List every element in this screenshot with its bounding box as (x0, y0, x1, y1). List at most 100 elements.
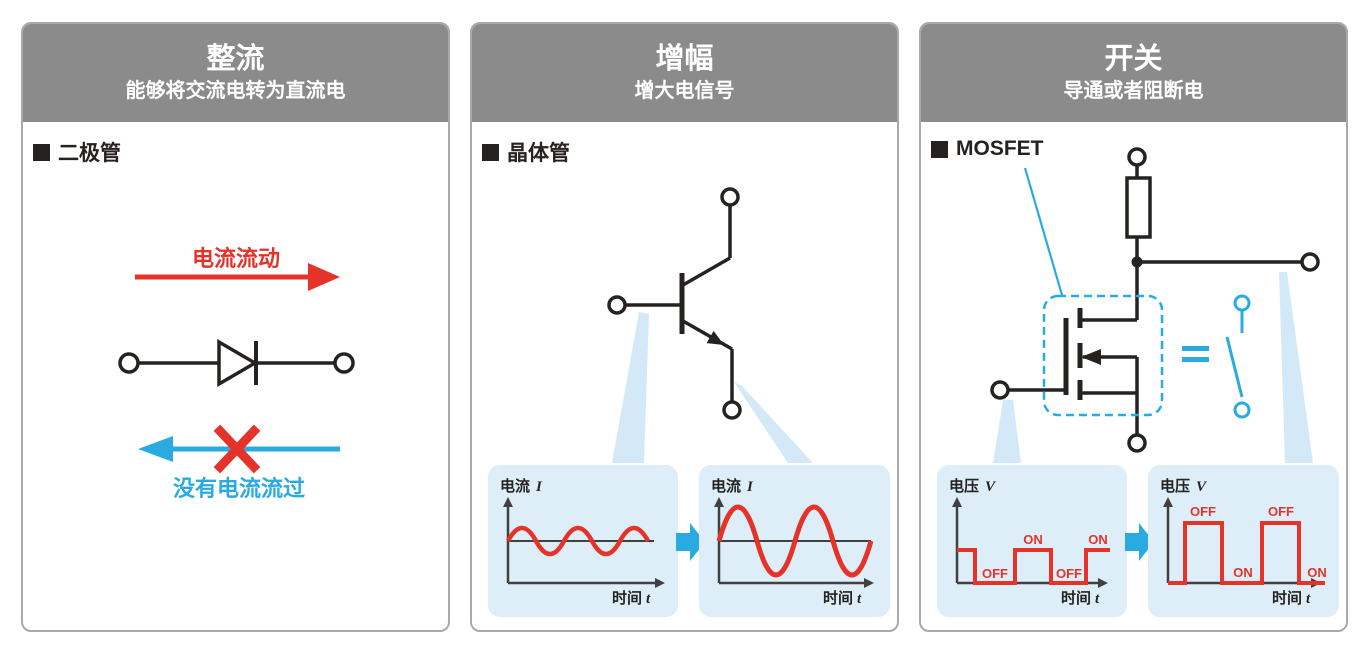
mosfet-highlight-box (1042, 294, 1164, 417)
transform-arrow-icon (1125, 523, 1154, 561)
current-flow-arrow: 电流流动 (135, 246, 340, 291)
x-arrow-icon (864, 578, 874, 588)
square-bullet-icon (931, 140, 948, 158)
y-axis-label: 电流 (711, 477, 741, 495)
switch-top-contact (1233, 294, 1251, 312)
no-flow-label: 没有电流流过 (173, 476, 305, 501)
component-name: 晶体管 (507, 142, 570, 165)
transistor-symbol (607, 187, 742, 420)
small-sine-wave (506, 525, 650, 557)
x-axis-label: 时间 (1061, 589, 1091, 607)
panel-subtitle: 能够将交流电转为直流电 (125, 80, 346, 102)
mosfet-circuit (990, 147, 1320, 453)
panel-header-amplification: 增幅 增大电信号 (472, 24, 897, 122)
large-sine-wave (716, 504, 874, 578)
x-axis-label: 时间 (612, 589, 642, 607)
mosfet-callout-line (1023, 167, 1064, 296)
panel-title: 开关 (1104, 43, 1163, 75)
diode-symbol (118, 338, 355, 388)
panel-title: 增幅 (655, 43, 714, 75)
gate-terminal (990, 380, 1010, 400)
callout-beam-right (1279, 272, 1313, 463)
gate-voltage-chart: 电压 V OFF ON OFF ON 时间 t (937, 465, 1127, 617)
y-axis-variable: V (1196, 479, 1208, 495)
y-axis-label: 电流 (500, 477, 530, 495)
x-mark-icon (213, 424, 261, 474)
terminal-right (333, 352, 355, 374)
component-label-transistor: 晶体管 (482, 137, 570, 167)
panel-body-switching: MOSFET (921, 122, 1346, 630)
panel-switching: 开关 导通或者阻断电 MOSFET (919, 22, 1348, 632)
x-axis-variable: t (646, 591, 651, 607)
panel-amplification: 增幅 增大电信号 晶体管 (470, 22, 899, 632)
y-arrow-icon (952, 497, 962, 507)
y-arrow-icon (714, 497, 724, 507)
x-axis-variable: t (857, 591, 862, 607)
callout-beam-left (993, 400, 1021, 463)
arrow-head-icon (138, 436, 173, 462)
y-axis-variable: I (746, 479, 754, 495)
output-voltage-chart: 电压 V OFF ON OFF ON 时间 t (1148, 465, 1339, 617)
arrow-head-icon (308, 263, 340, 291)
square-bullet-icon (482, 143, 499, 161)
off-label: OFF (1268, 504, 1294, 519)
x-arrow-icon (1098, 578, 1108, 588)
resistor-symbol (1125, 176, 1152, 239)
terminal-left (118, 352, 140, 374)
collector-terminal (720, 187, 740, 207)
panel-subtitle: 导通或者阻断电 (1063, 80, 1204, 102)
panel-header-switching: 开关 导通或者阻断电 (921, 24, 1346, 122)
component-label-mosfet: MOSFET (931, 137, 1044, 161)
on-label: ON (1307, 565, 1327, 580)
x-axis-label: 时间 (823, 589, 853, 607)
switch-blade (1225, 336, 1244, 398)
y-axis-variable: I (535, 479, 543, 495)
mosfet-diagram: 电压 V OFF ON OFF ON 时间 t (937, 147, 1339, 617)
y-axis-label: 电压 (949, 477, 979, 495)
base-terminal (607, 295, 627, 315)
signal-chart-large: 电流 I 时间 t (699, 465, 890, 617)
axes (506, 505, 658, 585)
supply-terminal (1127, 147, 1147, 167)
current-flow-label: 电流流动 (192, 246, 280, 271)
square-wave-large (1168, 521, 1325, 585)
emitter-arrow-icon (706, 330, 724, 345)
panel-header-rectification: 整流 能够将交流电转为直流电 (23, 24, 448, 122)
callout-beam-right (734, 382, 813, 463)
switch-bottom-contact (1233, 401, 1251, 419)
output-terminal (1300, 252, 1320, 272)
panel-rectification: 整流 能够将交流电转为直流电 二极管 电流流动 (21, 22, 450, 632)
emitter-terminal (722, 400, 742, 420)
panel-subtitle: 增大电信号 (634, 80, 735, 102)
component-label-diode: 二极管 (33, 137, 121, 167)
off-label: OFF (1190, 504, 1216, 519)
transistor-diagram: 电流 I 时间 t (488, 187, 890, 617)
x-axis-variable: t (1095, 591, 1100, 607)
panel-title: 整流 (206, 43, 265, 75)
y-axis-label: 电压 (1160, 477, 1190, 495)
ground-terminal (1127, 433, 1147, 453)
off-label: OFF (1056, 566, 1082, 581)
body-arrow-icon (1081, 349, 1101, 365)
square-bullet-icon (33, 143, 50, 161)
component-name: 二极管 (58, 142, 121, 165)
diode-triangle (217, 338, 259, 388)
y-arrow-icon (1163, 497, 1173, 507)
signal-chart-small: 电流 I 时间 t (488, 465, 678, 617)
equals-icon (1182, 346, 1209, 362)
on-label: ON (1023, 532, 1043, 547)
panel-body-amplification: 晶体管 (472, 122, 897, 630)
blocked-current-arrow: 没有电流流过 (138, 424, 340, 501)
on-label: ON (1233, 565, 1253, 580)
mosfet-symbol (1008, 308, 1139, 400)
switch-symbol (1225, 294, 1251, 419)
x-axis-variable: t (1306, 591, 1311, 607)
callout-beam-left (612, 312, 649, 463)
component-name: MOSFET (956, 137, 1044, 160)
x-axis-label: 时间 (1272, 589, 1302, 607)
on-label: ON (1088, 532, 1108, 547)
x-arrow-icon (655, 578, 665, 588)
panel-body-rectification: 二极管 电流流动 (23, 122, 448, 630)
transform-arrow-icon (676, 523, 705, 561)
